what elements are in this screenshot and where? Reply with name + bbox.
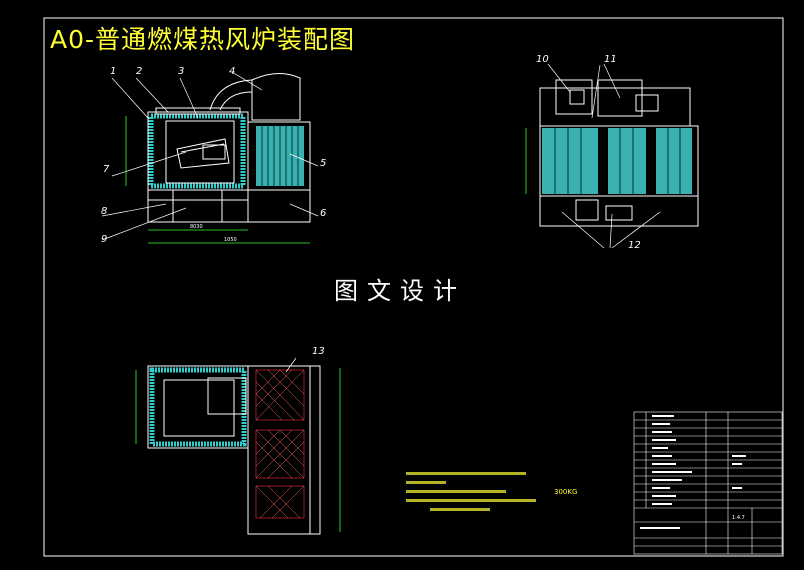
mass-value: 300KG <box>554 488 577 496</box>
part-label: 3 <box>178 66 184 77</box>
svg-text:1050: 1050 <box>224 237 237 243</box>
technical-notes: 300KG <box>406 472 577 511</box>
title-block-entries: 1:4.7 <box>640 415 746 529</box>
drawing-title: A0-普通燃煤热风炉装配图 <box>50 25 356 54</box>
scale-value: 1:4.7 <box>732 515 745 521</box>
part-label: 10 <box>536 54 549 65</box>
part-label: 11 <box>604 54 617 65</box>
part-label: 2 <box>136 66 142 77</box>
duct-pipe <box>209 79 253 111</box>
tube-bank <box>542 128 598 194</box>
furnace-body <box>147 111 249 191</box>
front-view: 8030 1050 1 2 3 4 5 6 7 8 9 <box>101 66 326 245</box>
svg-text:8030: 8030 <box>190 224 203 230</box>
part-label: 9 <box>101 234 107 245</box>
grate <box>176 138 230 169</box>
part-label: 13 <box>312 346 325 357</box>
title-block <box>633 411 783 555</box>
part-label: 7 <box>103 164 110 175</box>
insulation-layer-plan <box>149 367 247 447</box>
base-frame <box>147 189 249 223</box>
side-view: 10 11 12 <box>525 54 699 251</box>
upper-housing <box>539 87 691 127</box>
center-caption: 图文设计 <box>334 277 466 305</box>
part-label: 8 <box>101 206 107 217</box>
drawing-frame <box>43 17 784 557</box>
part-label: 6 <box>320 208 326 219</box>
part-label: 5 <box>320 158 326 169</box>
insulation-layer <box>148 113 246 189</box>
combustion-chamber <box>165 120 235 184</box>
part-label: 12 <box>628 240 641 251</box>
part-label: 1 <box>110 66 116 77</box>
plan-view: 13 <box>135 346 341 535</box>
part-label: 4 <box>229 66 235 77</box>
